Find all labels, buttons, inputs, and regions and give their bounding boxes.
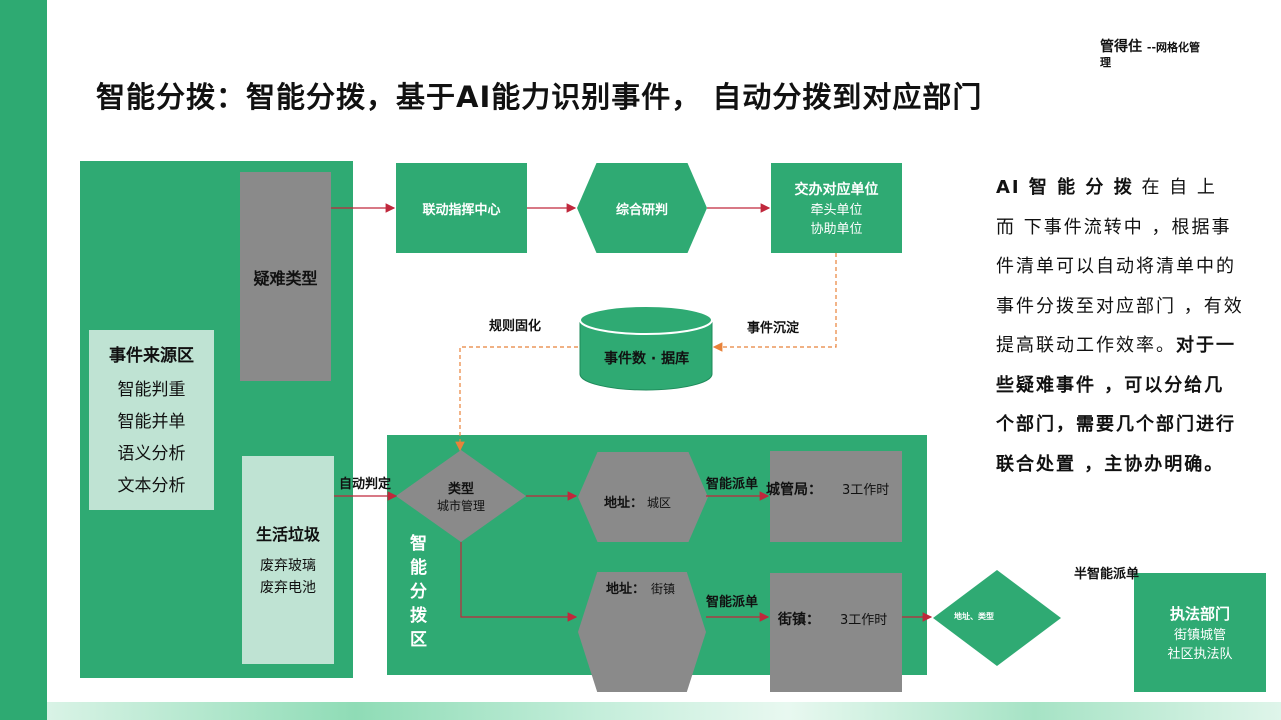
command-center-box: 联动指挥中心 (396, 163, 527, 253)
type-diamond-sub: 城市管理 (436, 499, 485, 513)
dept-town-time: 3工作时 (840, 613, 888, 628)
dept-city-box (770, 451, 902, 542)
difficult-type-label: 疑难类型 (253, 268, 318, 288)
address-hexagon-city (578, 452, 708, 542)
source-zone-item: 智能并单 (117, 411, 186, 432)
source-zone-item: 智能判重 (117, 379, 186, 400)
page-title: 智能分拨：智能分拨，基于AI能力识别事件， 自动分拨到对应部门 (96, 80, 983, 114)
source-zone-item: 文本分析 (117, 475, 186, 496)
dept-city-time: 3工作时 (842, 483, 890, 498)
law-dept-line: 街镇城管 (1173, 628, 1226, 643)
difficult-type-box: 疑难类型 (240, 172, 331, 381)
bottom-decor-strip (47, 702, 1281, 720)
dispatch-zone-char: 拨 (410, 606, 427, 626)
assign-unit-line: 协助单位 (810, 222, 863, 237)
dispatch-zone-char: 智 (410, 534, 427, 554)
logo: 管得住 --网格化管 理 (1100, 40, 1250, 70)
database-label: 事件数 · 据库 (604, 351, 690, 367)
source-zone-item: 语义分析 (117, 443, 186, 464)
side-normal-1: 在 自 上 而 下事件流转中 ，根据事件清单可以自动将清单中的事件分拨至对应部门… (996, 177, 1244, 356)
edge-label-smart-dispatch-1: 智能派单 (706, 477, 759, 492)
dispatch-zone-label: 智 能 分 拨 区 (410, 532, 430, 652)
edge-label-semi-dispatch: 半智能派单 (1074, 567, 1140, 582)
address-town-text: 地址： 街镇 (606, 578, 675, 597)
dispatch-zone-char: 分 (410, 582, 427, 602)
address-town-label: 地址： (606, 582, 646, 597)
address-type-label: 地址、类型 (954, 612, 994, 621)
address-city-text: 地址：城区 (604, 492, 671, 511)
address-city-value: 城区 (647, 496, 672, 510)
dispatch-zone-char: 区 (410, 630, 427, 650)
address-town-value: 街镇 (651, 582, 676, 596)
side-bold-2: 对于一些疑难事件 ，可以分给几个部门，需要几个部门进行联合处置 ，主协办明确。 (996, 335, 1236, 475)
arrow-database-to-type (455, 346, 578, 452)
garbage-title: 生活垃圾 (255, 525, 320, 544)
side-bold-1: AI 智 能 分 拨 (996, 177, 1134, 198)
dept-town-name: 街镇： (778, 612, 820, 628)
edge-label-auto-judge: 自动判定 (339, 477, 392, 492)
arrow-assign-to-database (712, 253, 837, 352)
garbage-item: 废弃电池 (260, 580, 316, 596)
law-dept-title: 执法部门 (1169, 605, 1230, 623)
side-description: AI 智 能 分 拨 在 自 上 而 下事件流转中 ，根据事件清单可以自动将清单… (996, 168, 1244, 484)
garbage-item: 废弃玻璃 (260, 558, 316, 574)
dispatch-zone-char: 能 (410, 558, 427, 578)
research-label: 综合研判 (615, 202, 668, 218)
logo-main-text: 管得住 (1100, 39, 1142, 55)
command-center-label: 联动指挥中心 (422, 202, 501, 218)
logo-line2-text: 理 (1100, 56, 1111, 69)
dept-town-text: 街镇： 3工作时 (778, 609, 887, 629)
left-accent-bar (0, 0, 47, 720)
type-diamond-title: 类型 (447, 482, 474, 497)
edge-label-smart-dispatch-2: 智能派单 (706, 595, 759, 610)
source-zone-title: 事件来源区 (109, 345, 194, 366)
dept-city-text: 城管局： 3工作时 (766, 479, 889, 499)
database-cylinder (579, 305, 713, 391)
garbage-box: 生活垃圾 废弃玻璃 废弃电池 (242, 456, 334, 664)
arrow-type-to-address-town (460, 542, 578, 622)
assign-unit-title: 交办对应单位 (794, 182, 879, 198)
dept-city-name: 城管局： (766, 482, 822, 498)
edge-label-rule: 规则固化 (489, 319, 542, 334)
address-city-label: 地址： (604, 496, 644, 511)
assign-unit-line: 牵头单位 (810, 203, 863, 218)
edge-label-settle: 事件沉淀 (747, 321, 800, 336)
logo-overlap-text: --网格化管 (1146, 41, 1201, 54)
law-dept-box: 执法部门 街镇城管 社区执法队 (1134, 573, 1266, 692)
law-dept-line: 社区执法队 (1167, 647, 1233, 662)
address-hexagon-town (578, 572, 706, 692)
assign-unit-box: 交办对应单位 牵头单位 协助单位 (771, 163, 902, 253)
research-hexagon: 综合研判 (577, 163, 707, 253)
source-zone-box: 事件来源区 智能判重 智能并单 语义分析 文本分析 (89, 330, 214, 510)
dept-town-box (770, 573, 902, 692)
